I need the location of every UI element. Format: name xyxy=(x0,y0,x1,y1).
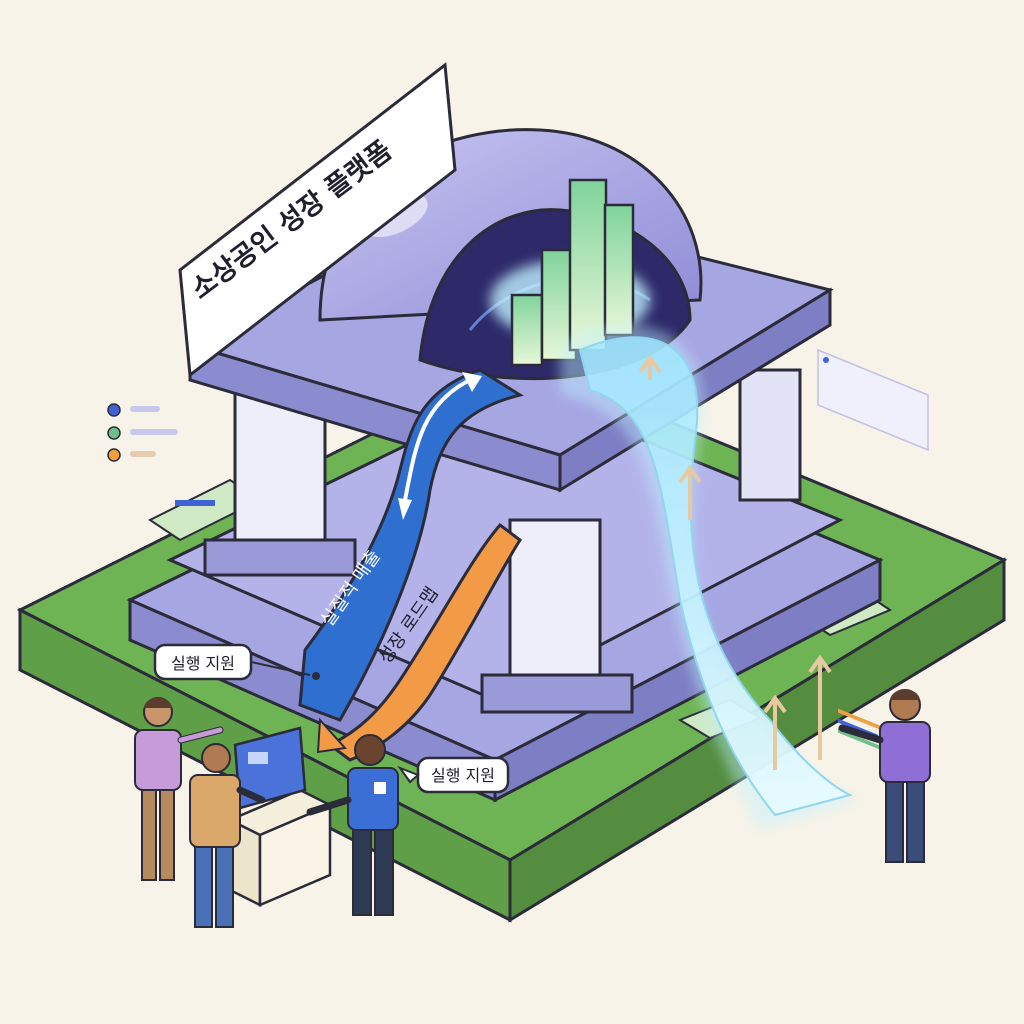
column-back-right xyxy=(738,368,802,502)
legend-dot-icon xyxy=(107,403,121,417)
up-arrow-icon xyxy=(638,354,832,770)
column-front-right xyxy=(480,518,634,714)
callout-left: 실행 지원 xyxy=(153,643,320,681)
bar-chart-icon xyxy=(490,178,650,367)
orange-ribbon xyxy=(316,522,523,762)
legend-dot-icon xyxy=(107,426,121,440)
legend-dot-icon xyxy=(107,448,121,462)
callout-left-text: 실행 지원 xyxy=(171,654,235,673)
callout-right: 실행 지원 xyxy=(397,756,510,794)
person-icon xyxy=(838,689,931,863)
kiosk-icon xyxy=(227,726,333,908)
person-icon xyxy=(134,697,224,881)
callout-right-text: 실행 지원 xyxy=(431,766,495,785)
person-icon xyxy=(306,734,399,916)
glow-stream xyxy=(560,324,860,830)
column-front-left xyxy=(203,388,357,577)
person-icon xyxy=(189,743,266,928)
blue-ribbon xyxy=(298,368,524,722)
left-legend xyxy=(107,403,178,462)
